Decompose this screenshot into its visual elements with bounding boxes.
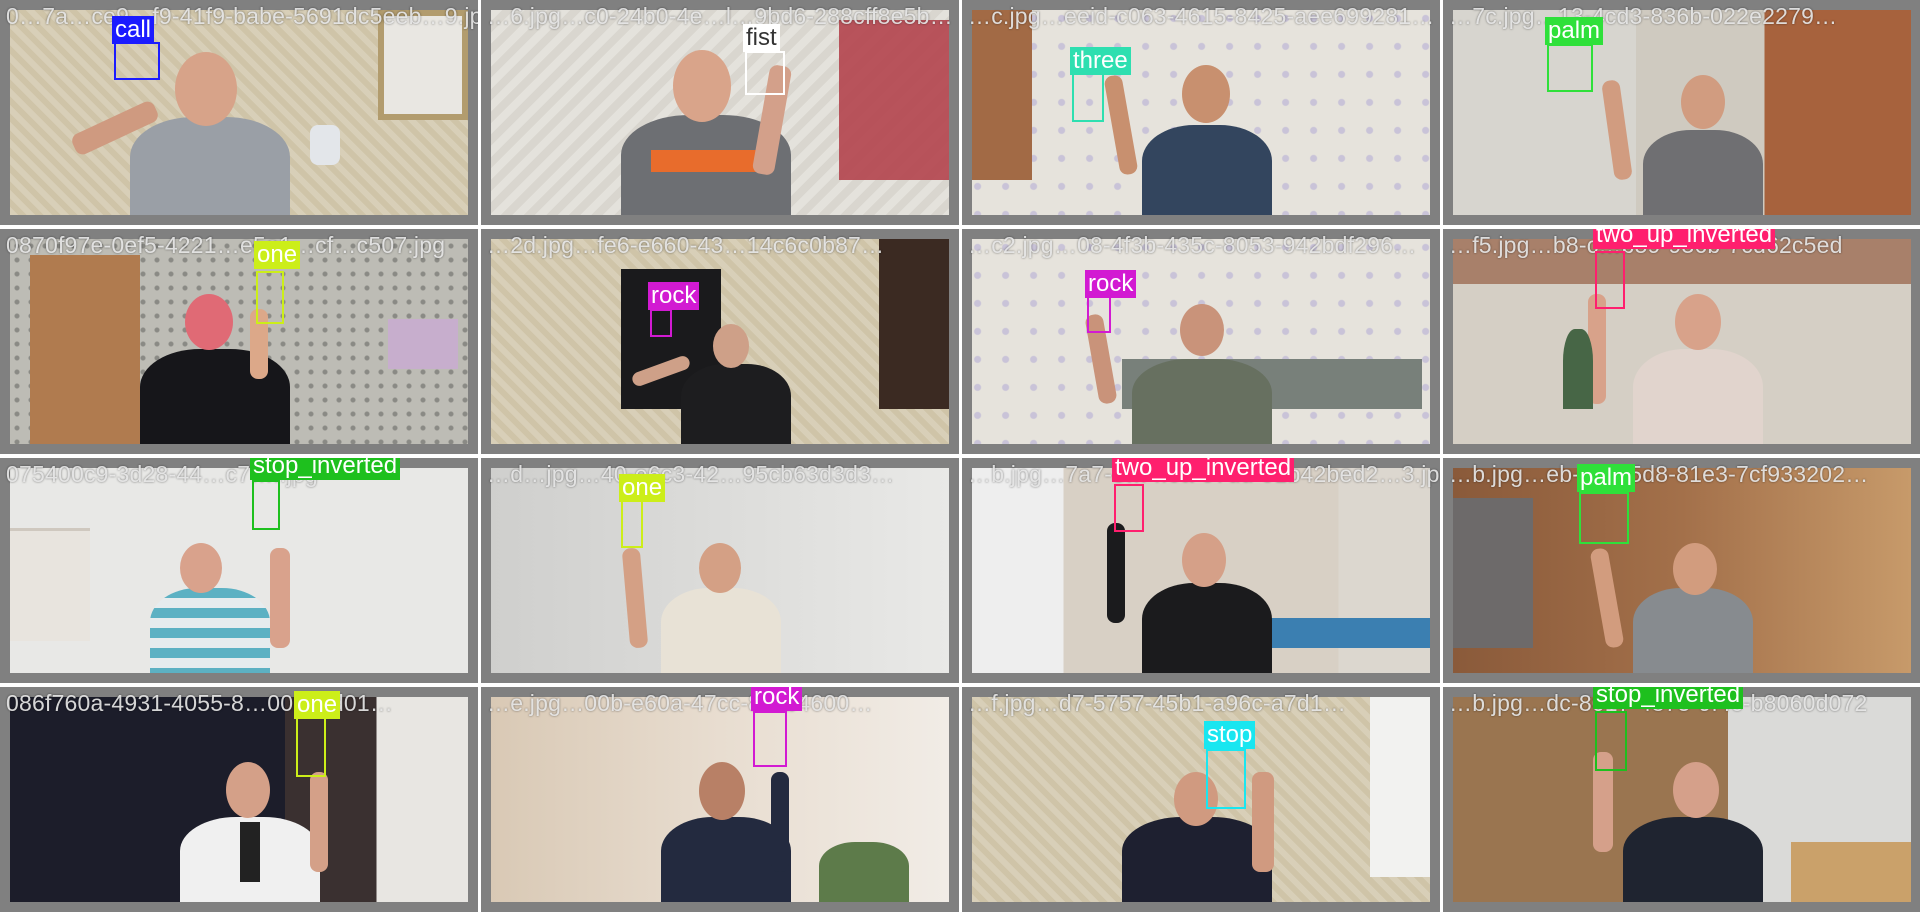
bounding-box bbox=[1595, 251, 1625, 309]
bounding-box bbox=[753, 711, 787, 767]
class-label: palm bbox=[1577, 464, 1636, 492]
bounding-box bbox=[1087, 295, 1111, 333]
class-label: two_up_inverted bbox=[1112, 458, 1295, 482]
class-label: stop_inverted bbox=[250, 458, 401, 480]
grid-tile: 0…7a…ce9…f9-41f9-babe-5691dc5eeb…9.jpg c… bbox=[0, 0, 478, 225]
filename-caption: …d…jpg…40-e6c3-42…95cb63d3d3… bbox=[487, 461, 895, 487]
filename-caption: …f.jpg…d7-5757-45b1-a96c-a7d1… bbox=[968, 690, 1347, 716]
grid-tile: …b.jpg…dc-8017-4875-9f4c-b8060d072 stop_… bbox=[1443, 687, 1920, 912]
photo bbox=[972, 697, 1430, 902]
photo bbox=[491, 697, 949, 902]
photo bbox=[972, 239, 1430, 444]
class-label: one bbox=[254, 241, 301, 269]
grid-tile: …6.jpg…c0-24b0-4e…l…9bd6-288cff8e5b… fis… bbox=[481, 0, 959, 225]
class-label: rock bbox=[751, 687, 803, 711]
filename-caption: 0870f97e-0ef5-4221…e5e1…cf…c507.jpg bbox=[6, 232, 446, 258]
bounding-box bbox=[650, 309, 672, 337]
photo bbox=[491, 10, 949, 215]
grid-tile: 086f760a-4931-4055-8…00b0cd01… one bbox=[0, 687, 478, 912]
grid-tile: …b.jpg…eb-2…45d8-81e3-7cf933202… palm bbox=[1443, 458, 1920, 683]
class-label: fist bbox=[743, 24, 780, 52]
filename-caption: …7c.jpg…13-4cd3-836b-022e2279… bbox=[1449, 3, 1838, 29]
grid-tile: …c.jpg…eeid-c063-4615-8425-aee699281… th… bbox=[962, 0, 1440, 225]
bounding-box bbox=[745, 51, 785, 95]
class-label: call bbox=[112, 16, 155, 44]
bounding-box bbox=[1072, 72, 1104, 122]
class-label: stop_inverted bbox=[1593, 687, 1744, 709]
photo bbox=[1453, 239, 1911, 444]
class-label: palm bbox=[1545, 17, 1604, 45]
class-label: three bbox=[1070, 47, 1131, 75]
filename-caption: …2d.jpg…fe6-e660-43…14c6c0b87… bbox=[487, 232, 885, 258]
filename-caption: …c.jpg…eeid-c063-4615-8425-aee699281… bbox=[968, 3, 1435, 29]
grid-tile: 0870f97e-0ef5-4221…e5e1…cf…c507.jpg one bbox=[0, 229, 478, 454]
bounding-box bbox=[114, 42, 160, 80]
bounding-box bbox=[296, 717, 326, 777]
bounding-box bbox=[1595, 711, 1627, 771]
photo bbox=[491, 239, 949, 444]
bounding-box bbox=[1206, 749, 1246, 809]
photo bbox=[1453, 10, 1911, 215]
grid-tile: …e.jpg…00b-e60a-47cc-8…b4600… rock bbox=[481, 687, 959, 912]
bounding-box bbox=[621, 500, 643, 548]
photo bbox=[10, 468, 468, 673]
grid-tile: 075400c9-3d28-44…c7…f.jpg stop_inverted bbox=[0, 458, 478, 683]
bounding-box bbox=[1114, 484, 1144, 532]
class-label: one bbox=[619, 474, 666, 502]
class-label: rock bbox=[648, 282, 700, 310]
photo bbox=[972, 10, 1430, 215]
grid-tile: …f5.jpg…b8-c…b59-936b-7cd62c5ed two_up_i… bbox=[1443, 229, 1920, 454]
bounding-box bbox=[256, 271, 284, 324]
class-label: two_up_inverted bbox=[1593, 229, 1776, 249]
bounding-box bbox=[252, 480, 280, 530]
class-label: one bbox=[294, 691, 341, 719]
grid-tile: …f.jpg…d7-5757-45b1-a96c-a7d1… stop bbox=[962, 687, 1440, 912]
photo bbox=[1453, 468, 1911, 673]
photo bbox=[10, 10, 468, 215]
grid-tile: …2d.jpg…fe6-e660-43…14c6c0b87… rock bbox=[481, 229, 959, 454]
photo bbox=[972, 468, 1430, 673]
filename-caption: …6.jpg…c0-24b0-4e…l…9bd6-288cff8e5b… bbox=[487, 3, 953, 29]
filename-caption: …e.jpg…00b-e60a-47cc-8…b4600… bbox=[487, 690, 873, 716]
photo bbox=[491, 468, 949, 673]
filename-caption: 0…7a…ce9…f9-41f9-babe-5691dc5eeb…9.jpg bbox=[6, 3, 478, 29]
bounding-box bbox=[1547, 44, 1593, 92]
bounding-box bbox=[1579, 492, 1629, 544]
class-label: rock bbox=[1085, 270, 1137, 298]
photo bbox=[1453, 697, 1911, 902]
class-label: stop bbox=[1204, 721, 1256, 749]
grid-tile: …d…jpg…40-e6c3-42…95cb63d3d3… one bbox=[481, 458, 959, 683]
photo bbox=[10, 697, 468, 902]
grid-tile: …b.jpg…7a7-8…4f0a-97dd-91b42bed2…3.jpg t… bbox=[962, 458, 1440, 683]
filename-caption: …c2.jpg…08-4f3b-435c-8053-942bdf296… bbox=[968, 232, 1417, 258]
filename-caption: …b.jpg…eb-2…45d8-81e3-7cf933202… bbox=[1449, 461, 1869, 487]
grid-tile: …7c.jpg…13-4cd3-836b-022e2279… palm bbox=[1443, 0, 1920, 225]
photo bbox=[10, 239, 468, 444]
grid-tile: …c2.jpg…08-4f3b-435c-8053-942bdf296… roc… bbox=[962, 229, 1440, 454]
